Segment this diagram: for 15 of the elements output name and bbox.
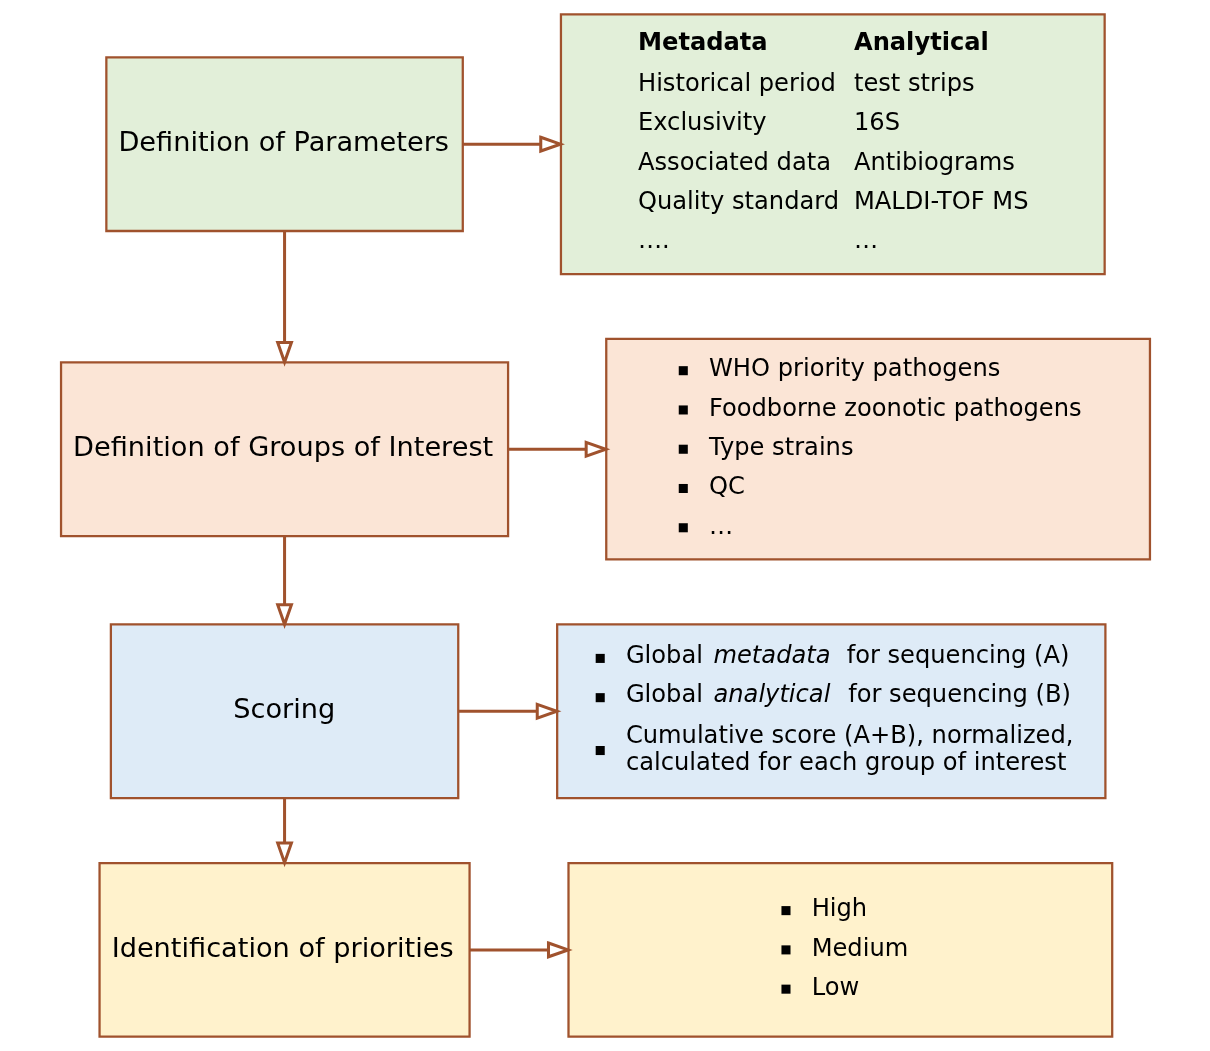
node-box: Definition of Groups of Interest: [59, 361, 509, 538]
arrow: [275, 798, 294, 868]
arrow: [458, 702, 561, 721]
node-box: Global metadata for sequencing (A) Global analytical for sequencing (B) Cumulative score (A+B), normalized, calculated for each group of interest: [555, 623, 1107, 800]
arrow: [275, 536, 294, 629]
node-box: WHO priority pathogens Foodborne zoonotic pathogens Type strains QC …: [604, 337, 1151, 561]
arrow: [275, 231, 294, 367]
node-box: Definition of Parameters: [104, 56, 464, 233]
arrow: [462, 135, 565, 154]
arrow: [507, 440, 610, 459]
node-box: High Medium Low: [566, 861, 1113, 1038]
node-box: Metadata Analytical Historical period test strips Exclusivity 16S Associated data Antibiograms Quality standard MALDI-TOF MS …. …: [559, 13, 1106, 276]
node-box: Identification of priorities: [97, 861, 471, 1038]
arrow: [469, 940, 573, 959]
node-box: Scoring: [109, 623, 459, 800]
